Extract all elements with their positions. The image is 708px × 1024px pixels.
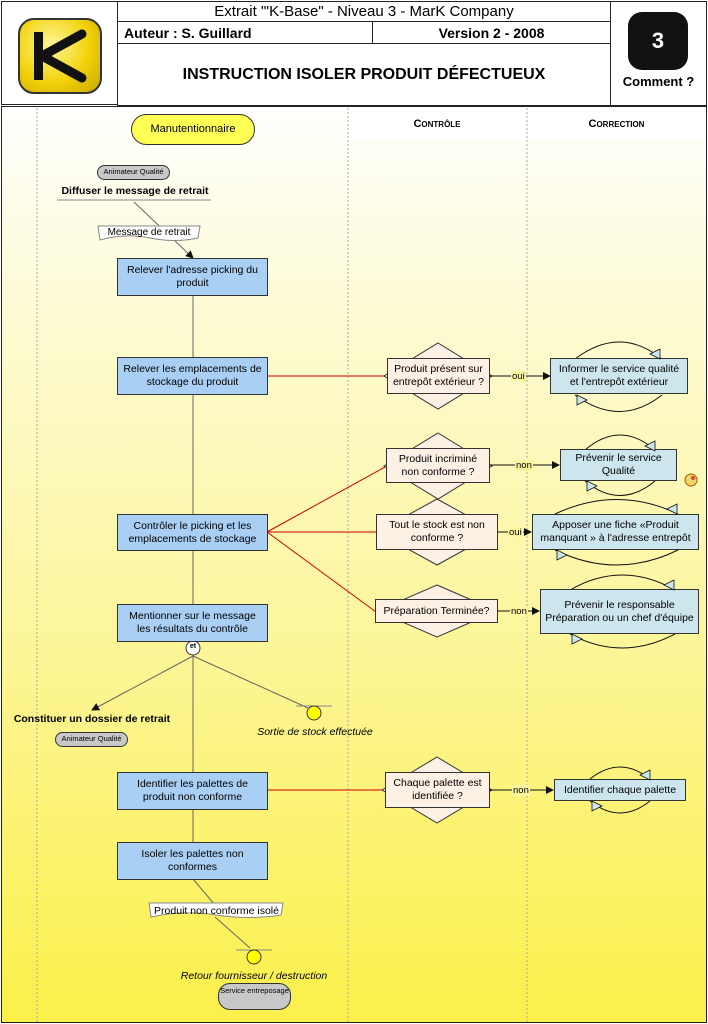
branch-end-label: Constituer un dossier de retrait <box>13 713 171 725</box>
loop-arrowhead <box>663 579 675 591</box>
correction-box: Informer le service qualité et l'entrepô… <box>550 358 688 394</box>
actor-pill: Animateur Qualité <box>97 165 170 180</box>
loop-arrowhead <box>576 394 588 406</box>
control-lane-header: Contrôle <box>413 118 461 130</box>
k-logo-icon <box>18 18 102 94</box>
loop-arc <box>554 499 679 515</box>
level-cell: 3 Comment ? <box>610 1 707 106</box>
lane-header-correction-bg <box>527 108 706 140</box>
final-event-label: Retour fournisseur / destruction <box>180 970 328 982</box>
level-label: Comment ? <box>622 74 695 89</box>
loop-arrowhead <box>666 503 678 515</box>
answer-label: oui <box>511 371 526 382</box>
loop-arrowhead <box>571 633 583 645</box>
start-event-label: Diffuser le message de retrait <box>61 185 209 197</box>
loop-arrowhead <box>639 769 651 781</box>
output-document <box>148 902 284 918</box>
loop-arc <box>569 574 676 591</box>
logo-cell <box>1 1 118 105</box>
flow-line <box>192 655 309 709</box>
exit-event-label: Sortie de stock effectuée <box>257 726 373 738</box>
correction-box: Apposer une fiche «Produit manquant » à … <box>532 514 699 550</box>
step-box: Relever l'adresse picking du produit <box>117 258 268 296</box>
phone-icon <box>684 473 698 487</box>
and-gate-label: et <box>189 643 197 650</box>
message-document <box>97 225 201 241</box>
correction-box: Prévenir le responsable Préparation ou u… <box>540 589 699 634</box>
end-event-circle <box>306 705 322 721</box>
control-link <box>266 531 377 613</box>
answer-label: oui <box>508 527 523 538</box>
actor-pill: Animateur Qualité <box>55 732 128 747</box>
lane-header-control-bg <box>348 108 526 140</box>
doc-end-label: Produit non conforme isolé <box>154 905 279 917</box>
answer-label: non <box>510 606 528 617</box>
level-badge: 3 <box>628 12 688 70</box>
control-box: Produit présent sur entrepôt extérieur ? <box>387 358 490 394</box>
page-header: Extrait "'K-Base" - Niveau 3 - MarK Comp… <box>0 0 708 106</box>
correction-lane-header: Correction <box>588 118 645 130</box>
flow-arrow <box>91 655 194 711</box>
author-label: Auteur : S. Guillard <box>117 21 373 44</box>
answer-label: non <box>515 460 533 471</box>
correction-box: Identifier chaque palette <box>554 779 686 801</box>
step-box: Mentionner sur le message les résultats … <box>117 604 268 642</box>
loop-arrowhead <box>649 348 661 360</box>
loop-arrowhead <box>586 480 598 492</box>
control-box: Préparation Terminée? <box>375 599 498 623</box>
control-link <box>266 466 386 533</box>
page-title: INSTRUCTION ISOLER PRODUIT DÉFECTUEUX <box>117 43 611 106</box>
step-box: Identifier les palettes de produit non c… <box>117 772 268 810</box>
control-box: Produit incriminé non conforme ? <box>386 448 490 483</box>
actor-lane-label: Manutentionnaire <box>131 114 255 145</box>
flow-line <box>192 878 216 906</box>
loop-arrowhead <box>644 440 656 452</box>
actor-pill: Service entreposage <box>218 983 291 1010</box>
loop-arc <box>554 549 679 566</box>
end-event-circle <box>246 949 262 965</box>
step-box: Isoler les palettes non conformes <box>117 842 268 880</box>
flow-line <box>214 916 251 949</box>
answer-label: non <box>512 785 530 796</box>
step-box: Contrôler le picking et les emplacements… <box>117 514 268 551</box>
loop-arrowhead <box>591 800 603 812</box>
control-box: Chaque palette est identifiée ? <box>385 772 490 808</box>
message-label: Message de retrait <box>107 227 191 238</box>
loop-arrowhead <box>556 549 568 561</box>
step-box: Relever les emplacements de stockage du … <box>117 357 268 395</box>
correction-box: Prévenir le service Qualité <box>560 449 677 481</box>
control-box: Tout le stock est non conforme ? <box>376 514 498 550</box>
